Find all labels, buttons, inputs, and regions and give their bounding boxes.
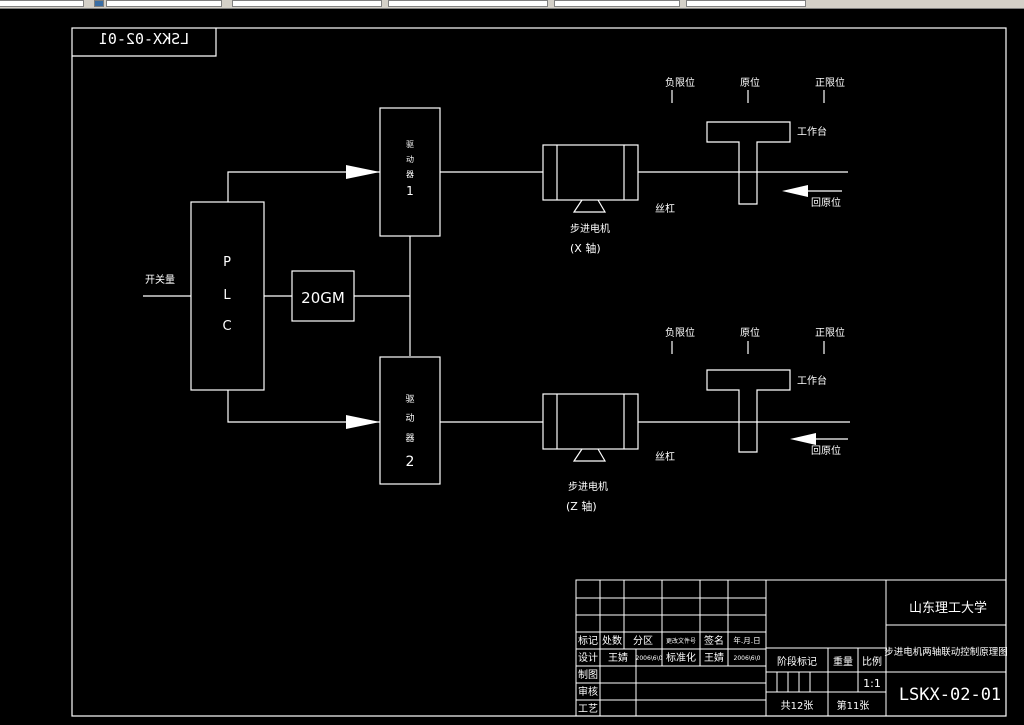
mirrored-drawing-number: LSKX-02-01: [99, 30, 189, 48]
weight-label: 重量: [833, 655, 853, 668]
driver1-char-2: 动: [406, 154, 414, 164]
toolbar-field-5[interactable]: [554, 0, 680, 7]
worktable2-shape: [706, 369, 791, 453]
sheet-number: 第11张: [837, 699, 870, 712]
standardize-date: 2006\6\0: [734, 655, 761, 662]
driver1-char-3: 器: [406, 170, 414, 179]
driver1-char-1: 驱: [406, 140, 414, 149]
scale-value: 1:1: [863, 677, 881, 690]
scale-label: 比例: [862, 655, 882, 668]
screw1-label: 丝杠: [655, 202, 675, 215]
header-count: 处数: [602, 634, 622, 647]
plc-letter-c: C: [222, 319, 231, 334]
motor2-label: 步进电机: [568, 480, 608, 493]
motor1-axis-label: (X 轴): [570, 241, 601, 255]
driver2-box: [379, 356, 441, 485]
gm-label: 20GM: [301, 289, 345, 307]
origin2-label: 原位: [740, 326, 760, 339]
driver2-char-3: 器: [405, 433, 414, 444]
pos-limit2-label: 正限位: [815, 326, 845, 339]
layer-icon[interactable]: [94, 0, 104, 7]
plc-driver2-line: [227, 390, 380, 423]
input-label: 开关量: [145, 273, 175, 286]
plc-letter-p: P: [223, 255, 231, 270]
toolbar-field-4[interactable]: [388, 0, 548, 7]
drafting-label: 制图: [578, 668, 598, 681]
arrowhead-return1: [782, 185, 808, 197]
toolbar-field-6[interactable]: [686, 0, 806, 7]
plc-letter-l: L: [223, 288, 231, 303]
drawing-number: LSKX-02-01: [899, 685, 1001, 705]
worktable2-label: 工作台: [797, 374, 827, 387]
standardizer-name: 王婧: [704, 651, 724, 664]
neg-limit1-label: 负限位: [665, 76, 695, 89]
process-label: 工艺: [578, 703, 598, 715]
origin1-label: 原位: [740, 76, 760, 89]
return1-label: 回原位: [811, 196, 841, 209]
total-sheets: 共12张: [781, 700, 814, 712]
arrowhead-driver1: [346, 165, 380, 179]
motor2-base: [572, 448, 607, 462]
header-date: 年.月.日: [733, 635, 760, 645]
title-block: [575, 579, 1007, 717]
return2-label: 回原位: [811, 444, 841, 457]
drawing-title: 步进电机两轴联动控制原理图: [884, 646, 1008, 658]
university-name: 山东理工大学: [909, 600, 987, 616]
driver2-number: 2: [406, 454, 415, 470]
pos-limit1-label: 正限位: [815, 76, 845, 89]
neg-limit2-label: 负限位: [665, 326, 695, 339]
arrowhead-driver2: [346, 415, 380, 429]
header-zone: 分区: [633, 635, 653, 647]
toolbar-field-2[interactable]: [106, 0, 222, 7]
cad-toolbar-strip: [0, 0, 1024, 9]
design-date: 2006\6\0: [636, 655, 663, 662]
toolbar-field-1[interactable]: [0, 0, 84, 7]
design-label: 设计: [578, 651, 598, 664]
arrowhead-return2: [790, 433, 816, 445]
review-label: 审核: [578, 685, 598, 698]
screw2-label: 丝杠: [655, 450, 675, 463]
mirrored-number-box: [72, 28, 217, 57]
toolbar-field-3[interactable]: [232, 0, 382, 7]
driver2-char-1: 驱: [405, 394, 414, 405]
motor1-label: 步进电机: [570, 222, 610, 235]
plc-driver1-line: [227, 171, 380, 202]
motor2-axis-label: (Z 轴): [566, 499, 597, 513]
standardize-label: 标准化: [666, 651, 696, 664]
designer-name: 王婧: [608, 651, 628, 664]
drawing-frame: [71, 27, 1007, 717]
header-signature: 签名: [704, 634, 724, 647]
stage-label: 阶段标记: [777, 655, 817, 668]
worktable1-shape: [706, 121, 791, 205]
worktable1-label: 工作台: [797, 125, 827, 138]
driver1-number: 1: [406, 184, 414, 198]
header-mark: 标记: [578, 635, 598, 647]
header-change-doc: 更改文件号: [666, 637, 696, 645]
driver2-char-2: 动: [405, 413, 414, 424]
motor1-base: [572, 199, 607, 213]
